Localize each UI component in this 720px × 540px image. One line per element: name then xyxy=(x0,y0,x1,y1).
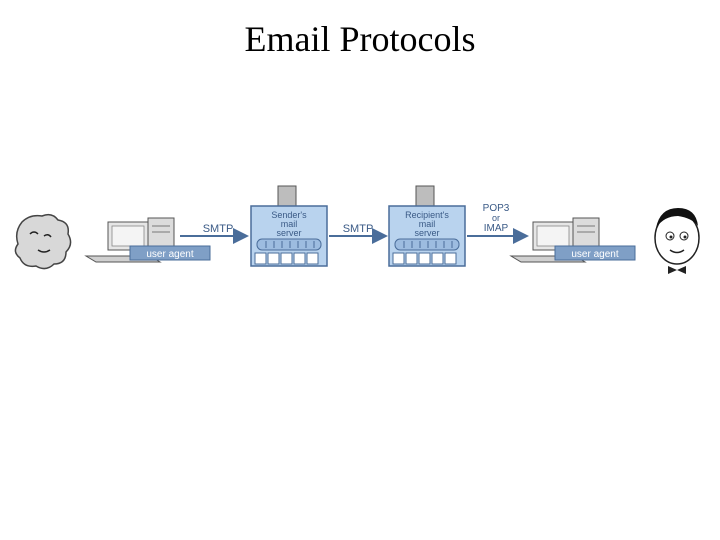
slide-title: Email Protocols xyxy=(244,19,476,59)
sender-person-icon xyxy=(14,213,72,270)
user-agent-label-left: user agent xyxy=(129,245,211,261)
recipient-server-line1: Recipient's xyxy=(405,210,449,220)
sender-server-line3: server xyxy=(276,228,301,238)
recipient-person-icon xyxy=(654,208,700,274)
protocol-smtp-left: SMTP xyxy=(203,223,234,235)
recipient-mail-server: Recipient's mail server xyxy=(388,185,466,267)
protocol-smtp-middle: SMTP xyxy=(343,223,374,235)
protocol-or: or xyxy=(492,213,500,223)
recipient-server-line2: mail xyxy=(419,219,436,229)
sender-server-line1: Sender's xyxy=(271,210,307,220)
protocol-pop3: POP3 xyxy=(483,203,510,214)
user-agent-label-right: user agent xyxy=(554,245,636,261)
protocol-imap: IMAP xyxy=(484,223,509,234)
sender-server-line2: mail xyxy=(281,219,298,229)
user-agent-left-text: user agent xyxy=(146,249,193,260)
sender-mail-server: Sender's mail server xyxy=(250,185,328,267)
recipient-server-line3: server xyxy=(414,228,439,238)
user-agent-right-text: user agent xyxy=(571,249,618,260)
